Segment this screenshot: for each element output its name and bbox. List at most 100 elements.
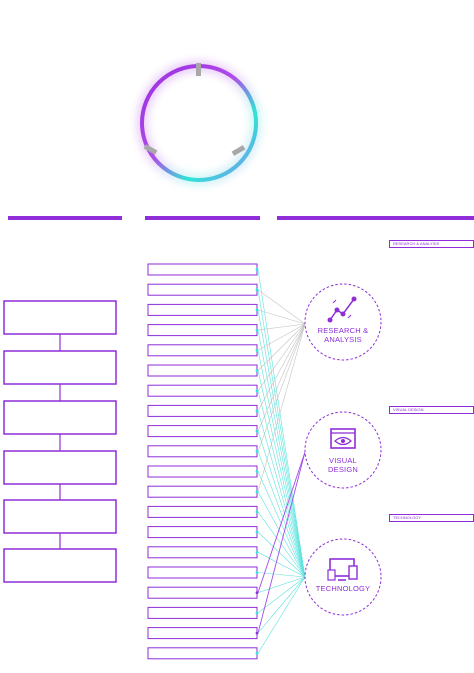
skill-box (147, 425, 258, 438)
connection-line (257, 451, 306, 634)
hub-visual-label: VISUAL DESIGN (303, 456, 383, 474)
connection-line (257, 576, 306, 593)
skill-anchor-dot (255, 470, 259, 473)
connection-line (257, 576, 306, 654)
devices-icon (327, 558, 358, 581)
flow-step-box (3, 548, 117, 583)
skill-box (147, 404, 258, 417)
connection-line (257, 491, 306, 578)
category-hubs (304, 283, 382, 616)
connection-lines (257, 269, 306, 654)
skill-box (147, 344, 258, 357)
tag-visual-design: VISUAL DESIGN (389, 406, 474, 414)
connection-line (257, 323, 306, 432)
flow-steps (3, 300, 117, 583)
flow-step-box (3, 300, 117, 335)
skill-box (147, 586, 258, 599)
ring-circle (140, 64, 258, 182)
hub-technology-label: TECHNOLOGY (303, 584, 383, 593)
connection-line (257, 330, 306, 578)
skill-anchor-dot (255, 550, 259, 554)
tag-research-analysis: RESEARCH & ANALYSIS (389, 240, 474, 248)
ring-marker-right (231, 145, 246, 156)
skill-box (147, 627, 258, 640)
skill-anchor-dot (255, 389, 259, 393)
skill-anchor-dot (255, 651, 259, 655)
skill-box (147, 546, 258, 559)
skill-anchor-dot (255, 328, 259, 332)
connection-line (257, 451, 306, 593)
connection-line (257, 471, 306, 578)
skill-anchor-dot (255, 510, 259, 514)
connection-line (257, 576, 306, 614)
skill-anchor-dot (255, 268, 259, 271)
skill-box (147, 505, 258, 518)
hub-research-circle (304, 283, 382, 361)
skill-box (147, 485, 258, 498)
skill-box (147, 526, 258, 539)
hub-visual-label-line1: VISUAL (329, 456, 357, 465)
skill-box (147, 324, 258, 337)
skill-anchor-dot (255, 409, 259, 413)
hub-technology-circle (304, 538, 382, 616)
skill-box (147, 263, 258, 276)
connection-line (257, 323, 306, 391)
connection-line (257, 410, 306, 578)
skill-box (147, 566, 258, 579)
connection-line (257, 269, 306, 578)
skill-anchor-dot (255, 591, 259, 595)
column-header-bar-middle (145, 216, 260, 220)
connection-line (257, 576, 306, 634)
connection-line (257, 289, 306, 578)
flow-step-box (3, 450, 117, 485)
skill-box (147, 303, 258, 316)
tag-technology: TECHNOLOGY (389, 514, 474, 522)
line-chart-icon (327, 296, 357, 323)
connection-line (257, 552, 306, 578)
skill-anchor-dot (255, 611, 259, 615)
hub-research-label-line2: ANALYSIS (324, 335, 362, 344)
skill-box (147, 445, 258, 458)
connection-line (257, 323, 306, 331)
connection-line (257, 390, 306, 578)
skill-anchor-dot (255, 490, 259, 494)
browser-eye-icon (330, 428, 356, 449)
skill-list (147, 263, 259, 660)
connection-line (257, 370, 306, 578)
hub-visual-circle (304, 411, 382, 489)
hub-visual-label-line2: DESIGN (328, 465, 358, 474)
progress-ring (139, 63, 259, 183)
hub-research-label-line1: RESEARCH & (317, 326, 369, 335)
skill-anchor-dot (255, 308, 259, 312)
connection-line (257, 323, 306, 412)
skill-anchor-dot (255, 631, 259, 635)
column-header-bar-left (8, 216, 122, 220)
connection-line (257, 431, 306, 578)
connection-line (257, 511, 306, 578)
hub-research-label: RESEARCH & ANALYSIS (303, 326, 383, 344)
connection-line (257, 323, 306, 371)
skill-box (147, 364, 258, 377)
hub-technology-label-line1: TECHNOLOGY (315, 584, 371, 593)
flow-step-box (3, 499, 117, 534)
skill-anchor-dot (255, 530, 259, 534)
skill-box (147, 647, 258, 660)
skill-anchor-dot (255, 449, 259, 453)
flow-step-box (3, 350, 117, 385)
ring-marker-top (196, 63, 201, 76)
column-header-bar-right (277, 216, 474, 220)
connection-line (257, 451, 306, 578)
skill-anchor-dot (255, 288, 259, 292)
connection-line (257, 531, 306, 578)
connection-line (257, 323, 306, 351)
connection-line (257, 323, 306, 452)
skill-anchor-dot (255, 369, 259, 372)
skill-anchor-dot (255, 429, 259, 433)
connection-line (257, 572, 306, 578)
skill-box (147, 283, 258, 296)
skill-box (147, 606, 258, 619)
skill-box (147, 384, 258, 397)
flow-step-box (3, 400, 117, 435)
connection-line (257, 309, 306, 578)
